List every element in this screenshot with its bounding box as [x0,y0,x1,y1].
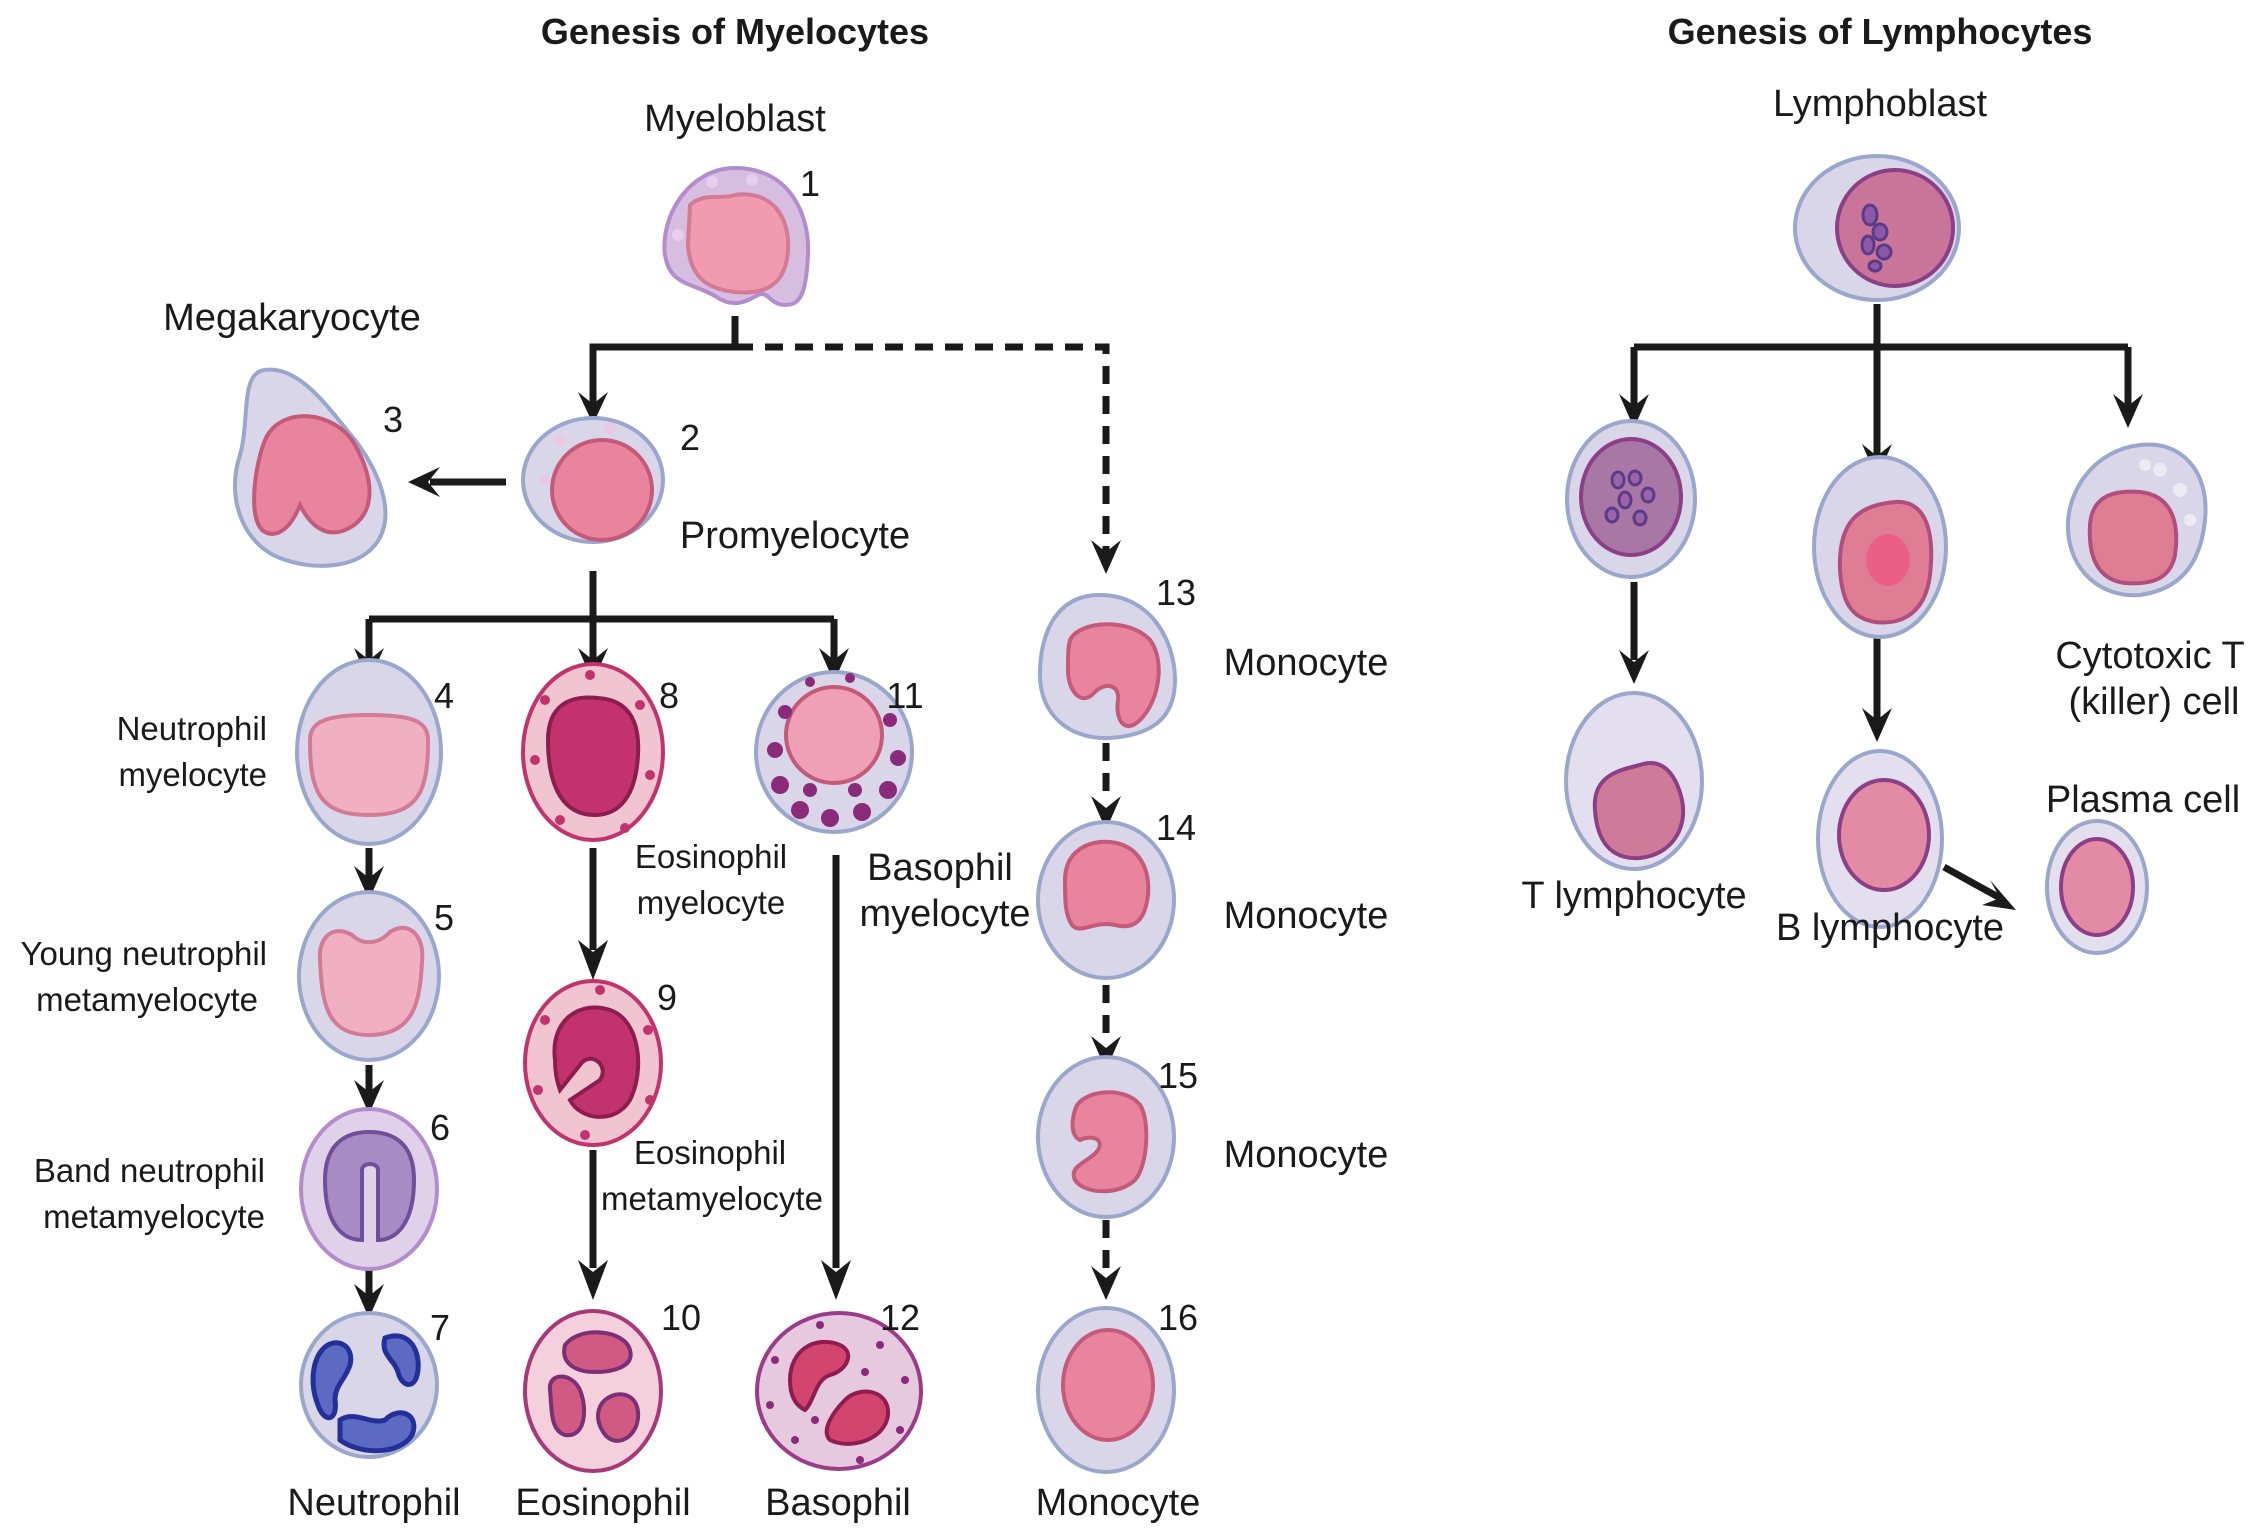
label-lymphoblast: Lymphoblast [1773,83,1987,125]
label-t-lymphocyte: T lymphocyte [1521,875,1746,917]
number-13: 13 [1156,572,1196,613]
cell-t-precursor [1565,419,1697,579]
label-basophil-myelocyte-line1: Basophil [867,847,1013,889]
arrowhead [821,1260,851,1300]
arrowhead [354,1080,384,1114]
number-3: 3 [383,399,403,440]
label-b-lymphocyte: B lymphocyte [1776,907,2004,949]
number-11: 11 [886,675,923,716]
cell-promyelocyte [521,416,665,544]
label-basophil-myelocyte-line2: myelocyte [859,893,1030,935]
number-4: 4 [434,675,454,716]
arrowhead [1091,796,1121,830]
label-eosinophil-myelocyte-line2: myelocyte [637,884,786,921]
cell-t-lymphocyte [1564,691,1704,871]
arrowhead [578,1260,608,1300]
label-monocyte-15: Monocyte [1224,1134,1389,1176]
title-genesis-lymphocytes: Genesis of Lymphocytes [1668,11,2093,52]
cell-basophil-myelocyte [754,670,914,834]
arrowhead [1091,1036,1121,1070]
dashed-arrow-myeloblast-to-monocyte [735,343,1110,560]
label-monocyte-13: Monocyte [1224,642,1389,684]
number-9: 9 [657,977,677,1018]
number-2: 2 [680,417,700,458]
label-young-neutrophil-line2: metamyelocyte [36,981,258,1018]
cell-neutrophil [299,1311,439,1459]
cell-megakaryocyte [233,367,388,568]
arrowhead [1619,650,1649,684]
label-eosinophil-metamyelocyte-line2: metamyelocyte [601,1180,823,1217]
number-16: 16 [1158,1297,1198,1338]
label-megakaryocyte: Megakaryocyte [163,297,421,339]
label-neutrophil-myelocyte-line2: myelocyte [118,756,267,793]
arrowhead [1862,708,1892,742]
cell-monocyte-14 [1036,820,1176,980]
number-7: 7 [430,1307,450,1348]
label-eosinophil-metamyelocyte-line1: Eosinophil [634,1134,786,1171]
number-15: 15 [1158,1055,1198,1096]
label-basophil: Basophil [765,1482,911,1524]
title-genesis-myelocytes: Genesis of Myelocytes [541,11,929,52]
number-1: 1 [800,163,820,204]
arrow-myeloblast-to-promyelocyte [589,316,739,418]
myeloid-arrows [354,316,1121,1318]
cell-young-neutrophil-metamyelocyte [297,890,441,1062]
arrowhead [1982,880,2016,910]
arrowhead [819,648,849,682]
cell-b-precursor [1812,455,1948,639]
arrowhead [578,392,608,424]
cell-eosinophil [523,1309,663,1473]
label-eosinophil-myelocyte-line1: Eosinophil [635,838,787,875]
cell-eosinophil-metamyelocyte [523,979,663,1147]
arrowhead [354,1284,384,1318]
label-monocyte-16: Monocyte [1036,1482,1201,1524]
cell-monocyte-13 [1037,592,1178,741]
cell-myeloblast [662,165,811,308]
number-10: 10 [661,1297,701,1338]
arrowhead [1619,394,1649,428]
number-5: 5 [434,897,454,938]
arrowhead [1091,540,1121,574]
label-neutrophil-myelocyte-line1: Neutrophil [117,710,267,747]
number-14: 14 [1156,807,1196,848]
cell-b-lymphocyte [1816,749,1944,929]
arrowhead [408,467,440,497]
label-cytotoxic-t-line1: Cytotoxic T [2055,635,2244,677]
cell-plasma [2045,819,2149,955]
arrow-lymphoblast-branches [1630,304,2132,460]
number-6: 6 [430,1107,450,1148]
cell-monocyte-15 [1036,1055,1176,1219]
number-12: 12 [880,1297,920,1338]
number-8: 8 [659,675,679,716]
cell-band-neutrophil-metamyelocyte [299,1107,439,1271]
label-myeloblast: Myeloblast [644,98,826,140]
cell-neutrophil-myelocyte [295,658,443,846]
cell-cytotoxic-t [2065,442,2208,598]
label-neutrophil: Neutrophil [287,1482,460,1524]
arrowhead [354,866,384,900]
label-promyelocyte: Promyelocyte [680,515,910,557]
label-eosinophil: Eosinophil [515,1482,690,1524]
arrow-b-to-plasma-cell [1942,863,2002,902]
cell-eosinophil-myelocyte [521,662,665,842]
cell-basophil [755,1311,923,1471]
label-band-neutrophil-line1: Band neutrophil [34,1152,265,1189]
arrowhead [2113,394,2143,428]
label-cytotoxic-t-line2: (killer) cell [2069,681,2240,723]
arrow-promyelocyte-branches [365,571,838,665]
cell-monocyte-16 [1036,1306,1176,1474]
lymphoid-arrows [1619,304,2143,910]
arrowhead [1091,1266,1121,1300]
label-band-neutrophil-line2: metamyelocyte [43,1198,265,1235]
label-plasma-cell: Plasma cell [2046,779,2240,821]
cell-lymphoblast [1793,154,1961,302]
arrowhead [578,940,608,980]
label-young-neutrophil-line1: Young neutrophil [20,935,267,972]
label-monocyte-14: Monocyte [1224,895,1389,937]
